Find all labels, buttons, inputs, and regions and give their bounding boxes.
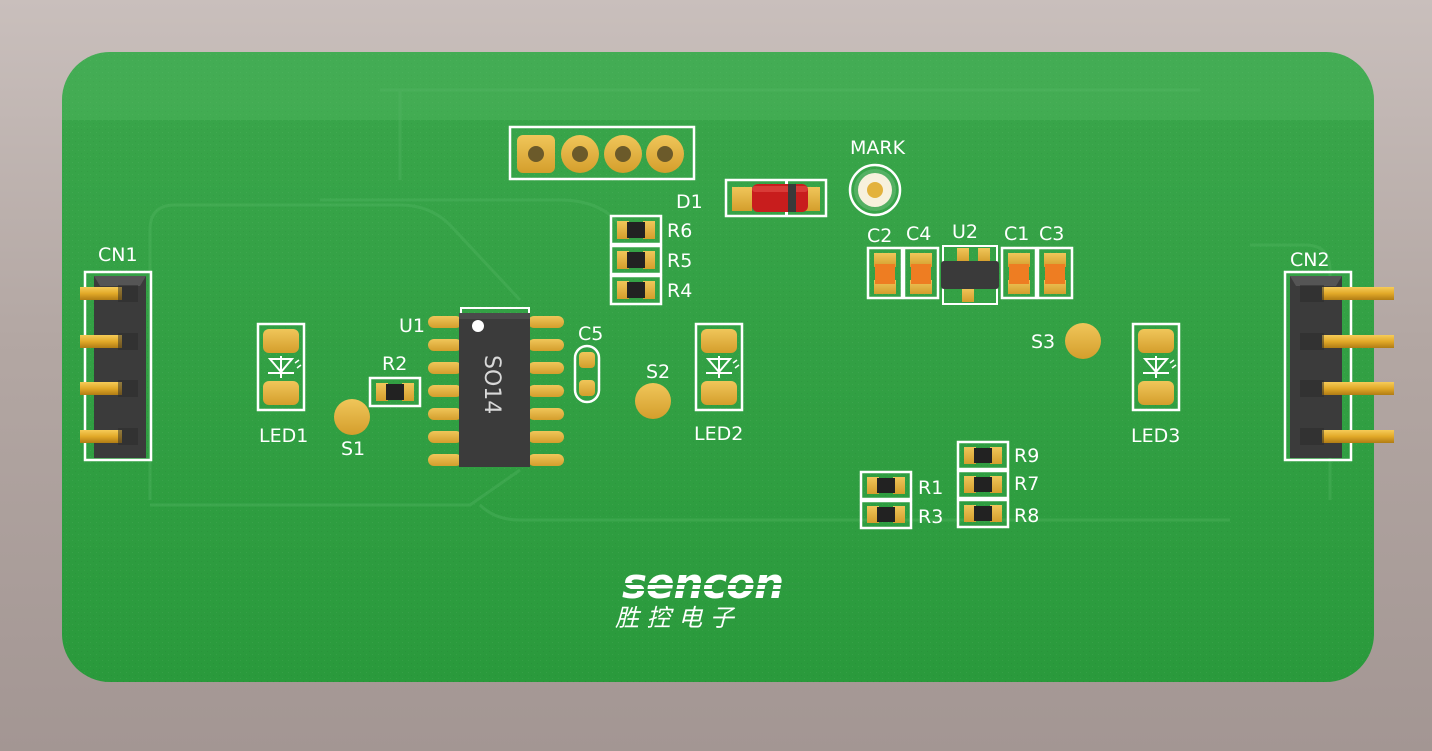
capacitor-c5	[573, 344, 601, 404]
led1	[256, 322, 306, 412]
label-r6: R6	[667, 220, 692, 242]
connector-cn2	[1283, 270, 1394, 462]
label-led2: LED2	[694, 423, 743, 445]
diode-d1	[724, 178, 828, 218]
capacitor-c4	[902, 246, 940, 300]
brand-logo-cn: 胜 控 电 子	[615, 604, 736, 632]
capacitor-c2	[866, 246, 904, 300]
label-u2: U2	[952, 221, 978, 243]
label-r1: R1	[918, 477, 943, 499]
label-c2: C2	[867, 225, 892, 247]
label-c3: C3	[1039, 223, 1064, 245]
label-mark: MARK	[850, 137, 906, 159]
pin-header-4	[508, 125, 696, 181]
resistor-r3	[859, 499, 913, 530]
label-r5: R5	[667, 250, 692, 272]
capacitor-c3	[1036, 246, 1074, 300]
brand-logo: sencon 胜 控 电 子	[615, 559, 800, 632]
copper-traces	[148, 88, 1332, 522]
testpoint-s3	[1065, 323, 1101, 359]
label-s3: S3	[1031, 331, 1055, 353]
label-c4: C4	[906, 223, 931, 245]
label-u1: U1	[399, 315, 425, 337]
label-cn2: CN2	[1290, 249, 1330, 271]
led3	[1131, 322, 1181, 412]
label-s1: S1	[341, 438, 365, 460]
resistor-r6	[609, 214, 663, 246]
label-led3: LED3	[1131, 425, 1180, 447]
label-led1: LED1	[259, 425, 308, 447]
testpoint-s1	[334, 399, 370, 435]
label-r8: R8	[1014, 505, 1039, 527]
label-s2: S2	[646, 361, 670, 383]
label-c1: C1	[1004, 223, 1029, 245]
resistor-r5	[609, 244, 663, 276]
resistor-r7	[956, 469, 1010, 500]
label-r4: R4	[667, 280, 692, 302]
ic-u1	[428, 307, 564, 467]
label-cn1: CN1	[98, 244, 138, 266]
label-r2: R2	[382, 353, 407, 375]
label-r9: R9	[1014, 445, 1039, 467]
testpoint-s2	[635, 383, 671, 419]
capacitor-c1	[1000, 246, 1038, 300]
resistor-r4	[609, 274, 663, 306]
resistor-r8	[956, 498, 1010, 529]
label-r3: R3	[918, 506, 943, 528]
ic-u2	[941, 245, 999, 305]
connector-cn1	[80, 270, 153, 462]
fiducial-mark	[848, 163, 902, 217]
label-c5: C5	[578, 323, 603, 345]
led2	[694, 322, 744, 412]
resistor-r2	[368, 376, 422, 408]
resistor-r1	[859, 470, 913, 501]
label-u1-package: SO14	[479, 355, 504, 414]
label-d1: D1	[676, 191, 703, 213]
resistor-r9	[956, 440, 1010, 471]
label-r7: R7	[1014, 473, 1039, 495]
